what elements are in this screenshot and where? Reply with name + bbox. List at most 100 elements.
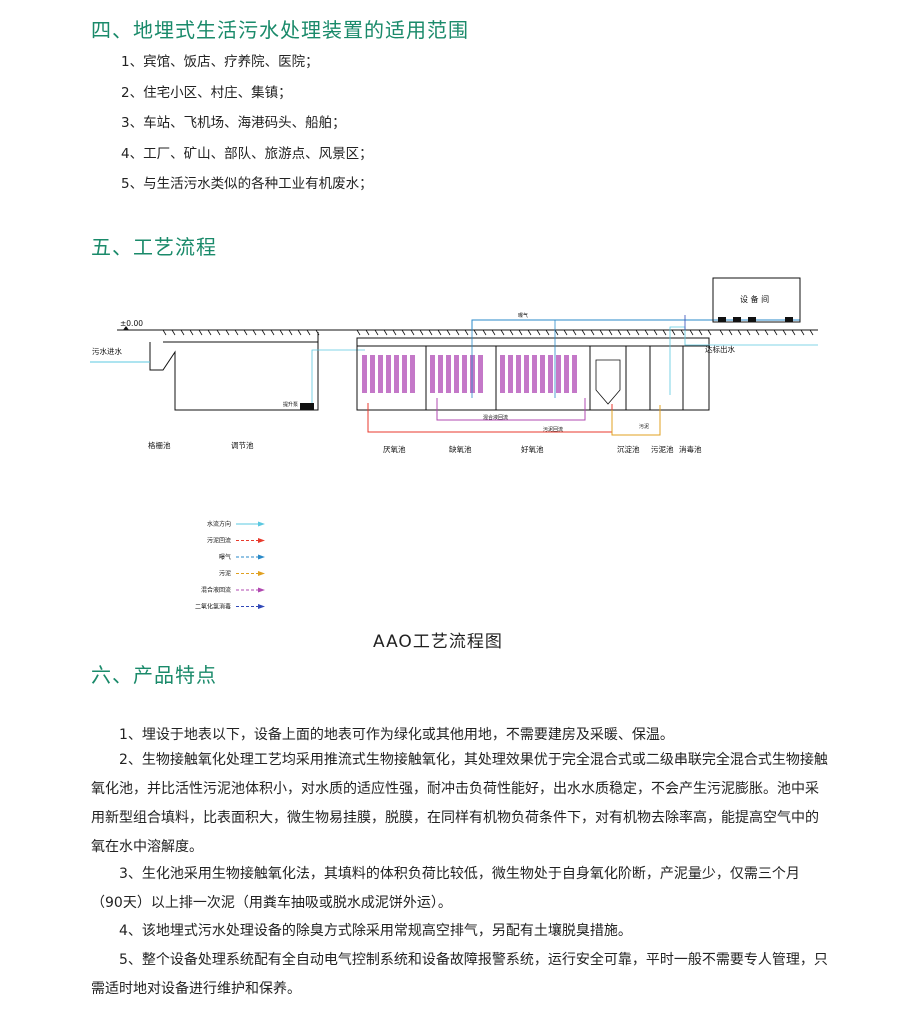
media-strip bbox=[500, 355, 505, 393]
bioreactor-body bbox=[356, 337, 710, 411]
media-strip bbox=[370, 355, 375, 393]
hatch-mark bbox=[563, 329, 568, 336]
hatch-mark bbox=[473, 329, 478, 336]
hatch-mark bbox=[626, 329, 631, 336]
aeration-label: 曝气 bbox=[518, 312, 528, 319]
hatch-mark bbox=[809, 329, 814, 336]
hatch-mark bbox=[554, 329, 559, 336]
legend-arrow-icon bbox=[258, 554, 265, 560]
hatch-mark bbox=[189, 329, 194, 336]
media-strip bbox=[540, 355, 545, 393]
media-strip bbox=[402, 355, 407, 393]
media-strip bbox=[430, 355, 435, 393]
ground-hatch bbox=[162, 329, 814, 336]
section-5-title: 五、工艺流程 bbox=[91, 235, 217, 259]
lift-pump-label: 提升泵 bbox=[283, 401, 298, 408]
hatch-mark bbox=[419, 329, 424, 336]
legend-arrow-icon bbox=[258, 571, 265, 576]
legend-arrow-icon bbox=[258, 538, 265, 543]
unit-label-settling: 沉淀池 bbox=[617, 444, 640, 454]
pretreatment-tanks bbox=[149, 332, 319, 411]
media-strip bbox=[394, 355, 399, 393]
hatch-mark bbox=[410, 329, 415, 336]
hatch-mark bbox=[599, 329, 604, 336]
hatch-mark bbox=[482, 329, 487, 336]
media-strip bbox=[454, 355, 459, 393]
media-strip bbox=[410, 355, 415, 393]
hatch-mark bbox=[446, 329, 451, 336]
applicable-scope-list: 1、宾馆、饭店、疗养院、医院； 2、住宅小区、村庄、集镇； 3、车站、飞机场、海… bbox=[121, 52, 373, 205]
hatch-mark bbox=[737, 329, 742, 336]
legend-label: 混合液回流 bbox=[201, 586, 231, 594]
media-strip bbox=[548, 355, 553, 393]
hatch-mark bbox=[791, 329, 796, 336]
blowers bbox=[718, 317, 793, 322]
hatch-mark bbox=[270, 329, 275, 336]
feature-paragraph-1: 1、埋设于地表以下，设备上面的地表可作为绿化或其他用地，不需要建房及采暖、保温。 bbox=[119, 727, 674, 743]
hatch-mark bbox=[216, 329, 221, 336]
hatch-mark bbox=[755, 329, 760, 336]
media-strip bbox=[516, 355, 521, 393]
bio-media bbox=[362, 355, 577, 393]
hatch-mark bbox=[261, 329, 266, 336]
hatch-mark bbox=[243, 329, 248, 336]
hatch-mark bbox=[635, 329, 640, 336]
hatch-mark bbox=[306, 329, 311, 336]
unit-label-disinfection: 消毒池 bbox=[679, 444, 702, 454]
hatch-mark bbox=[374, 329, 379, 336]
aao-process-diagram: ±0.00 污水进水 提升泵 曝气 混合液回流 污泥回流 污泥 达标 bbox=[90, 277, 818, 611]
hatch-mark bbox=[365, 329, 370, 336]
hatch-mark bbox=[518, 329, 523, 336]
media-strip bbox=[508, 355, 513, 393]
hatch-mark bbox=[773, 329, 778, 336]
hatch-mark bbox=[572, 329, 577, 336]
hatch-mark bbox=[392, 329, 397, 336]
media-strip bbox=[478, 355, 483, 393]
media-strip bbox=[556, 355, 561, 393]
hatch-mark bbox=[437, 329, 442, 336]
list-item: 3、车站、飞机场、海港码头、船舶； bbox=[121, 115, 346, 131]
hatch-mark bbox=[590, 329, 595, 336]
list-item: 5、与生活污水类似的各种工业有机废水； bbox=[121, 176, 373, 192]
hatch-mark bbox=[707, 329, 712, 336]
legend-label: 污泥 bbox=[219, 570, 231, 578]
level-mark: ±0.00 bbox=[120, 319, 143, 328]
media-strip bbox=[446, 355, 451, 393]
media-strip bbox=[378, 355, 383, 393]
hatch-mark bbox=[279, 329, 284, 336]
hatch-mark bbox=[728, 329, 733, 336]
hatch-mark bbox=[671, 329, 676, 336]
unit-label-regulating-tank: 调节池 bbox=[231, 440, 254, 450]
legend-arrow-icon bbox=[258, 604, 265, 609]
hatch-mark bbox=[500, 329, 505, 336]
hatch-mark bbox=[581, 329, 586, 336]
hatch-mark bbox=[171, 329, 176, 336]
legend-arrow-icon bbox=[258, 521, 265, 527]
hatch-mark bbox=[680, 329, 685, 336]
media-strip bbox=[470, 355, 475, 393]
hatch-mark bbox=[608, 329, 613, 336]
hatch-mark bbox=[527, 329, 532, 336]
hatch-mark bbox=[509, 329, 514, 336]
hatch-mark bbox=[455, 329, 460, 336]
media-strip bbox=[572, 355, 577, 393]
hatch-mark bbox=[180, 329, 185, 336]
media-strip bbox=[386, 355, 391, 393]
hatch-mark bbox=[234, 329, 239, 336]
hatch-mark bbox=[746, 329, 751, 336]
hatch-mark bbox=[653, 329, 658, 336]
unit-label-sludge-tank: 污泥池 bbox=[651, 444, 674, 454]
hatch-mark bbox=[288, 329, 293, 336]
list-item: 1、宾馆、饭店、疗养院、医院； bbox=[121, 54, 319, 70]
hatch-mark bbox=[719, 329, 724, 336]
level-mark-icon bbox=[123, 326, 129, 330]
feature-paragraph-3: 3、生化池采用生物接触氧化法，其填料的体积负荷比较低，微生物处于自身氧化阶断，产… bbox=[91, 866, 800, 911]
hatch-mark bbox=[644, 329, 649, 336]
hatch-mark bbox=[491, 329, 496, 336]
hatch-mark bbox=[356, 329, 361, 336]
hatch-mark bbox=[782, 329, 787, 336]
hatch-mark bbox=[252, 329, 257, 336]
list-item: 2、住宅小区、村庄、集镇； bbox=[121, 84, 292, 101]
hatch-mark bbox=[207, 329, 212, 336]
